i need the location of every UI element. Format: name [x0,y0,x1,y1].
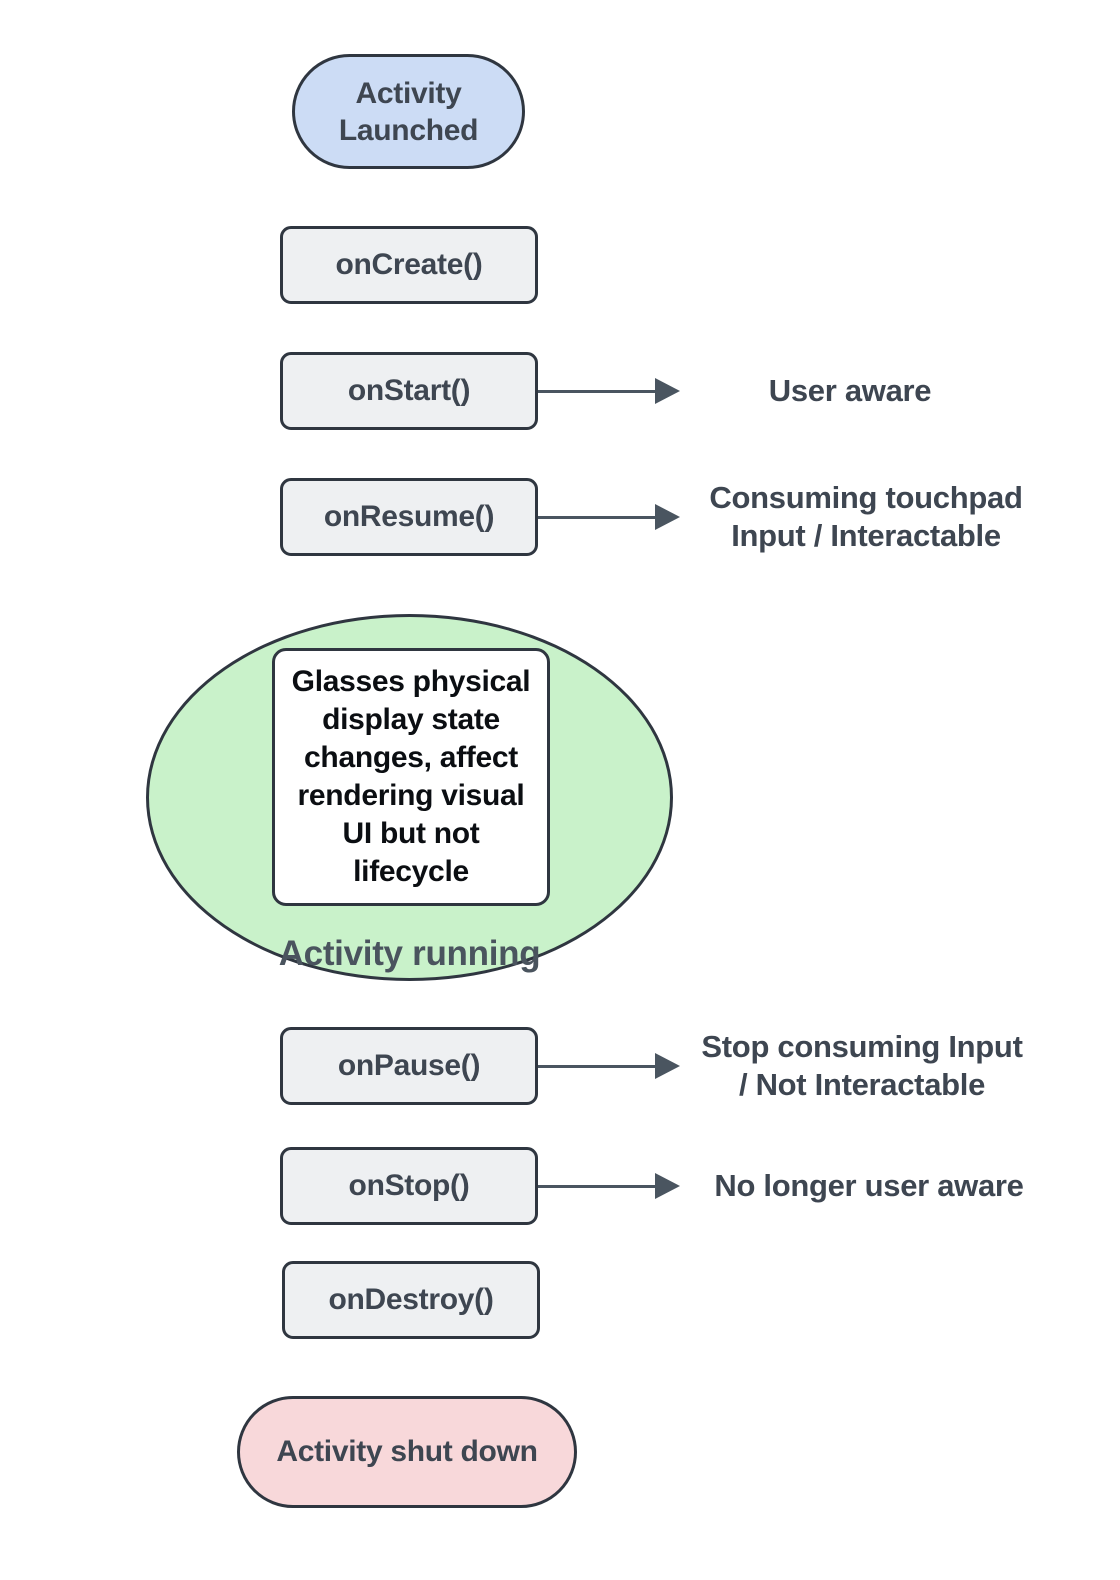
arrow-right-icon [655,504,680,530]
arrow-shaft [538,389,657,393]
arrow-right-icon [655,378,680,404]
node-activity-launched: Activity Launched [292,54,525,169]
node-ondestroy: onDestroy() [282,1261,540,1339]
node-onstop: onStop() [280,1147,538,1225]
arrow-shaft [538,1184,657,1188]
node-onpause: onPause() [280,1027,538,1105]
note-glasses-display-state: Glasses physical display state changes, … [272,648,550,906]
arrow-right-icon [655,1053,680,1079]
annotation-stop-consuming-input: Stop consuming Input / Not Interactable [701,1029,1023,1102]
node-activity-shut-down: Activity shut down [237,1396,577,1508]
label-activity-running: Activity running [278,934,541,973]
annotation-user-aware: User aware [768,373,932,408]
node-onresume: onResume() [280,478,538,556]
arrow-shaft [538,515,657,519]
node-oncreate: onCreate() [280,226,538,304]
arrow-right-icon [655,1173,680,1199]
annotation-consuming-input: Consuming touchpad Input / Interactable [709,480,1023,553]
annotation-no-longer-user-aware: No longer user aware [714,1168,1024,1203]
arrow-shaft [538,1064,657,1068]
node-onstart: onStart() [280,352,538,430]
